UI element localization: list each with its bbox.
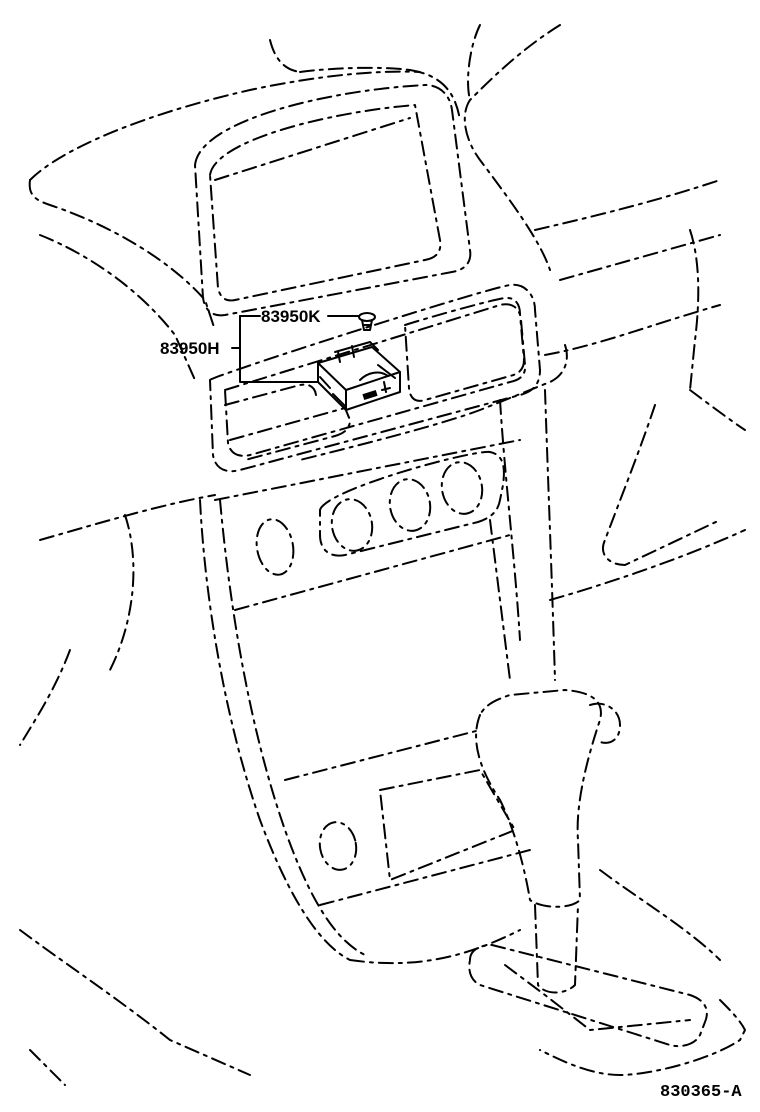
callout-leaders: [231, 315, 359, 383]
clip-part: [358, 312, 376, 331]
dashboard-outline: [19, 24, 746, 746]
lower-outline: [19, 929, 746, 1086]
center-stack-upper: [209, 283, 568, 473]
callout-83950k: 83950K: [261, 307, 321, 326]
center-console: [199, 389, 721, 965]
climate-controls: [255, 450, 505, 576]
display-bezel: [194, 84, 472, 317]
callout-83950h: 83950H: [160, 339, 220, 358]
switch-assembly: [317, 341, 401, 411]
shift-lever: [468, 689, 708, 1048]
figure-code: 830365-A: [660, 1083, 742, 1102]
